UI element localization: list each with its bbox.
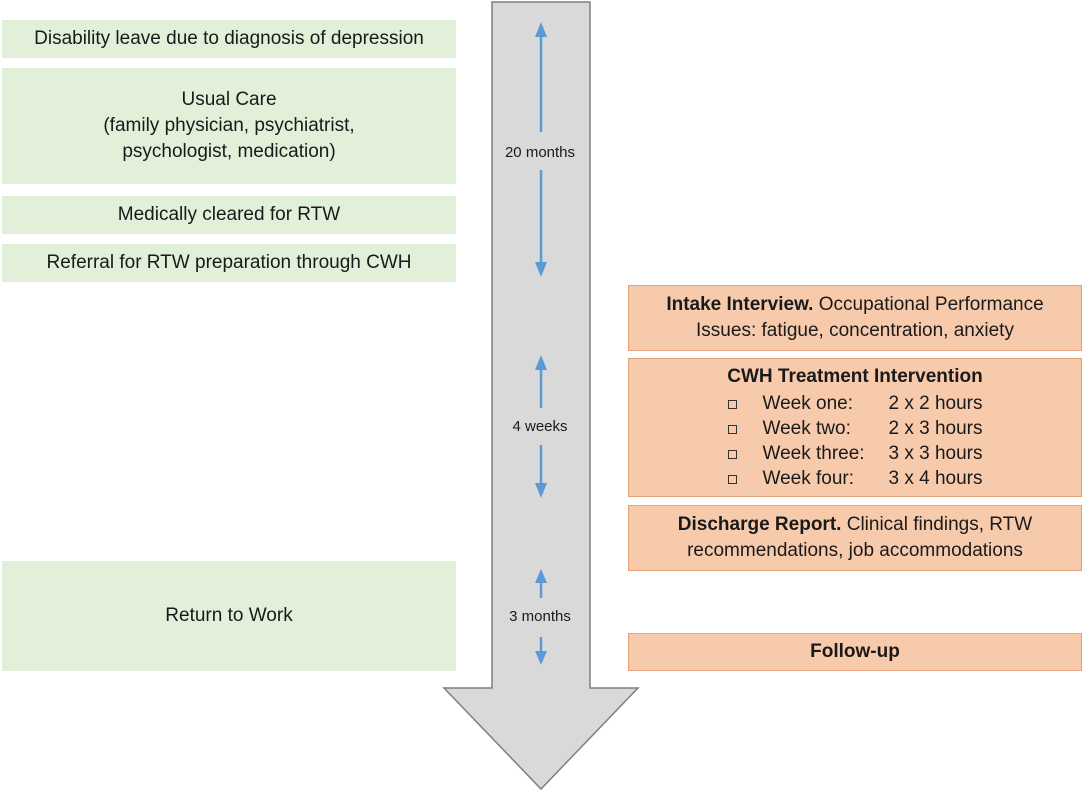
duration-arrow-4-weeks	[535, 355, 547, 498]
follow-up-box: Follow-up	[628, 633, 1082, 671]
duration-label-4-weeks: 4 weeks	[512, 418, 568, 435]
treatment-week: Week two:	[762, 418, 851, 439]
treatment-hours: 3 x 3 hours	[888, 443, 983, 464]
treatment-hours: 2 x 3 hours	[888, 418, 983, 439]
checkbox-bullet-icon	[727, 474, 737, 484]
treatment-hours: 2 x 2 hours	[888, 393, 983, 414]
treatment-list: Week one: 2 x 2 hours Week two: 2 x 3 ho…	[727, 392, 983, 492]
checkbox-bullet-icon	[727, 424, 737, 434]
treatment-row: Week two: 2 x 3 hours	[727, 417, 983, 442]
discharge-report-title: Discharge Report.	[677, 514, 842, 535]
treatment-row: Week one: 2 x 2 hours	[727, 392, 983, 417]
usual-care-box: Usual Care (family physician, psychiatri…	[2, 68, 456, 184]
medically-cleared-text: Medically cleared for RTW	[117, 204, 341, 225]
usual-care-title: Usual Care	[181, 89, 277, 110]
medically-cleared-box: Medically cleared for RTW	[2, 196, 456, 234]
treatment-intervention-box: CWH Treatment Intervention Week one: 2 x…	[628, 358, 1082, 497]
return-to-work-box: Return to Work	[2, 561, 456, 671]
duration-label-3-months: 3 months	[509, 608, 571, 625]
discharge-report-text2: recommendations, job accommodations	[687, 540, 1023, 561]
treatment-week: Week three:	[762, 443, 865, 464]
referral-text: Referral for RTW preparation through CWH	[46, 252, 412, 273]
duration-arrow-20-months	[535, 22, 547, 277]
disability-leave-box: Disability leave due to diagnosis of dep…	[2, 20, 456, 58]
discharge-report-box: Discharge Report. Clinical findings, RTW…	[628, 505, 1082, 571]
usual-care-line2: psychologist, medication)	[122, 141, 336, 162]
treatment-row: Week four: 3 x 4 hours	[727, 467, 983, 492]
disability-leave-text: Disability leave due to diagnosis of dep…	[34, 28, 424, 49]
intake-interview-text1: Occupational Performance	[813, 294, 1044, 315]
checkbox-bullet-icon	[727, 399, 737, 409]
treatment-row: Week three: 3 x 3 hours	[727, 442, 983, 467]
intake-interview-text2: Issues: fatigue, concentration, anxiety	[696, 320, 1014, 341]
treatment-hours: 3 x 4 hours	[888, 468, 983, 489]
intake-interview-title: Intake Interview.	[666, 294, 814, 315]
checkbox-bullet-icon	[727, 449, 737, 459]
intake-interview-box: Intake Interview. Occupational Performan…	[628, 285, 1082, 351]
duration-arrow-3-months	[535, 569, 547, 665]
usual-care-line1: (family physician, psychiatrist,	[103, 115, 355, 136]
treatment-week: Week four:	[762, 468, 855, 489]
discharge-report-text1: Clinical findings, RTW	[841, 514, 1033, 535]
treatment-title: CWH Treatment Intervention	[727, 365, 983, 387]
duration-label-20-months: 20 months	[504, 144, 576, 161]
return-to-work-text: Return to Work	[165, 605, 293, 626]
treatment-week: Week one:	[762, 393, 853, 414]
referral-box: Referral for RTW preparation through CWH	[2, 244, 456, 282]
follow-up-text: Follow-up	[810, 641, 900, 662]
